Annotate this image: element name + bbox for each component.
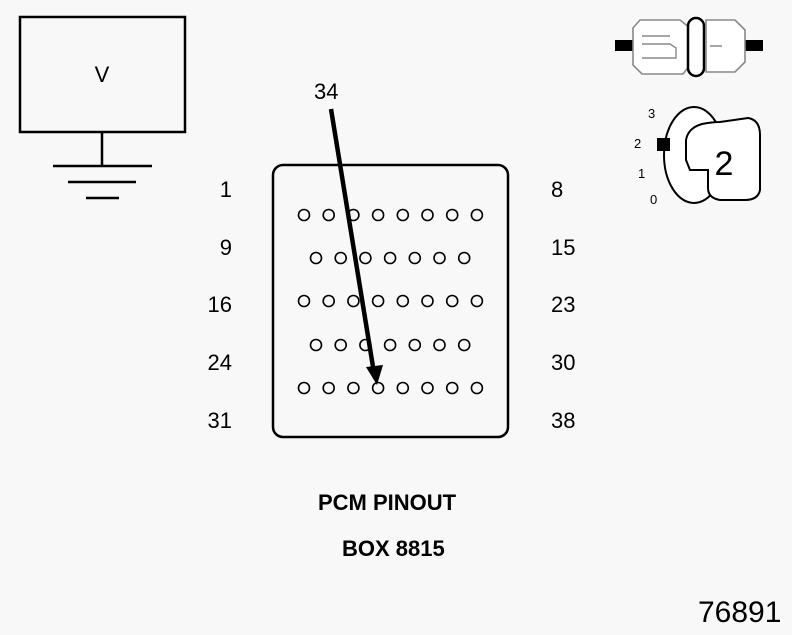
row-end-label: 8 <box>551 177 563 202</box>
connector-pin <box>470 294 484 308</box>
ignition-position-0: 0 <box>650 192 657 207</box>
connector-pins <box>297 208 484 395</box>
caption-title: PCM PINOUT <box>318 490 457 515</box>
row-end-label: 23 <box>551 292 575 317</box>
row-start-label: 24 <box>208 350 232 375</box>
figure-number: 76891 <box>698 596 782 629</box>
connector-pin <box>297 294 311 308</box>
connector-pin <box>470 381 484 395</box>
voltmeter-symbol: V <box>18 15 187 165</box>
callout-arrow <box>328 108 383 385</box>
connector-pin <box>383 338 397 352</box>
ignition-position-2: 2 <box>634 136 641 151</box>
ignition-position-3: 3 <box>648 106 655 121</box>
connector-pin <box>371 381 385 395</box>
connector-pin <box>445 381 459 395</box>
connector-pin <box>347 381 360 395</box>
ignition-position-1: 1 <box>638 166 645 181</box>
connector-pin <box>322 381 336 395</box>
row-start-label: 16 <box>208 292 232 317</box>
ground-icon <box>53 164 152 200</box>
ignition-key-icon: 2 3 2 1 0 <box>634 106 761 207</box>
right-row-labels: 8 15 23 30 38 <box>551 177 575 433</box>
connector-pin <box>445 208 459 222</box>
left-row-labels: 1 9 16 24 31 <box>208 177 232 433</box>
connector-pin <box>408 251 422 265</box>
connector-pin <box>334 251 348 265</box>
row-end-label: 15 <box>551 235 575 260</box>
callout-pin-number: 34 <box>314 79 338 104</box>
connector-pin <box>297 381 311 395</box>
row-end-label: 38 <box>551 408 575 433</box>
connector-pin <box>396 294 410 308</box>
connector-body <box>271 163 510 439</box>
connector-pin <box>334 338 348 352</box>
connector-pin <box>396 208 410 222</box>
ignition-selected-position: 2 <box>715 145 734 183</box>
connector-pin <box>421 294 434 308</box>
connector-pin <box>433 338 446 352</box>
connector-pin <box>297 208 311 222</box>
connector-pin <box>322 294 336 308</box>
row-start-label: 31 <box>208 408 232 433</box>
connector-pin <box>457 338 471 352</box>
connector-pin <box>457 251 471 265</box>
connector-pin <box>371 294 385 308</box>
connector-disconnect-icon <box>615 16 763 78</box>
row-end-label: 30 <box>551 350 575 375</box>
connector-pin <box>347 294 360 308</box>
connector-pin <box>408 338 422 352</box>
connector-pin <box>421 381 434 395</box>
connector-pin <box>322 208 336 222</box>
connector-pin <box>445 294 459 308</box>
connector-pin <box>359 251 372 265</box>
connector-pin <box>371 208 385 222</box>
voltmeter-label: V <box>95 62 110 87</box>
connector-pin <box>470 208 484 222</box>
connector-pin <box>396 381 410 395</box>
connector-pin <box>309 251 323 265</box>
connector-pin <box>421 208 434 222</box>
caption-subtitle: BOX 8815 <box>342 536 445 561</box>
connector-pin <box>433 251 446 265</box>
row-start-label: 1 <box>220 177 232 202</box>
connector-pin <box>383 251 397 265</box>
connector-pin <box>309 338 323 352</box>
row-start-label: 9 <box>220 235 232 260</box>
